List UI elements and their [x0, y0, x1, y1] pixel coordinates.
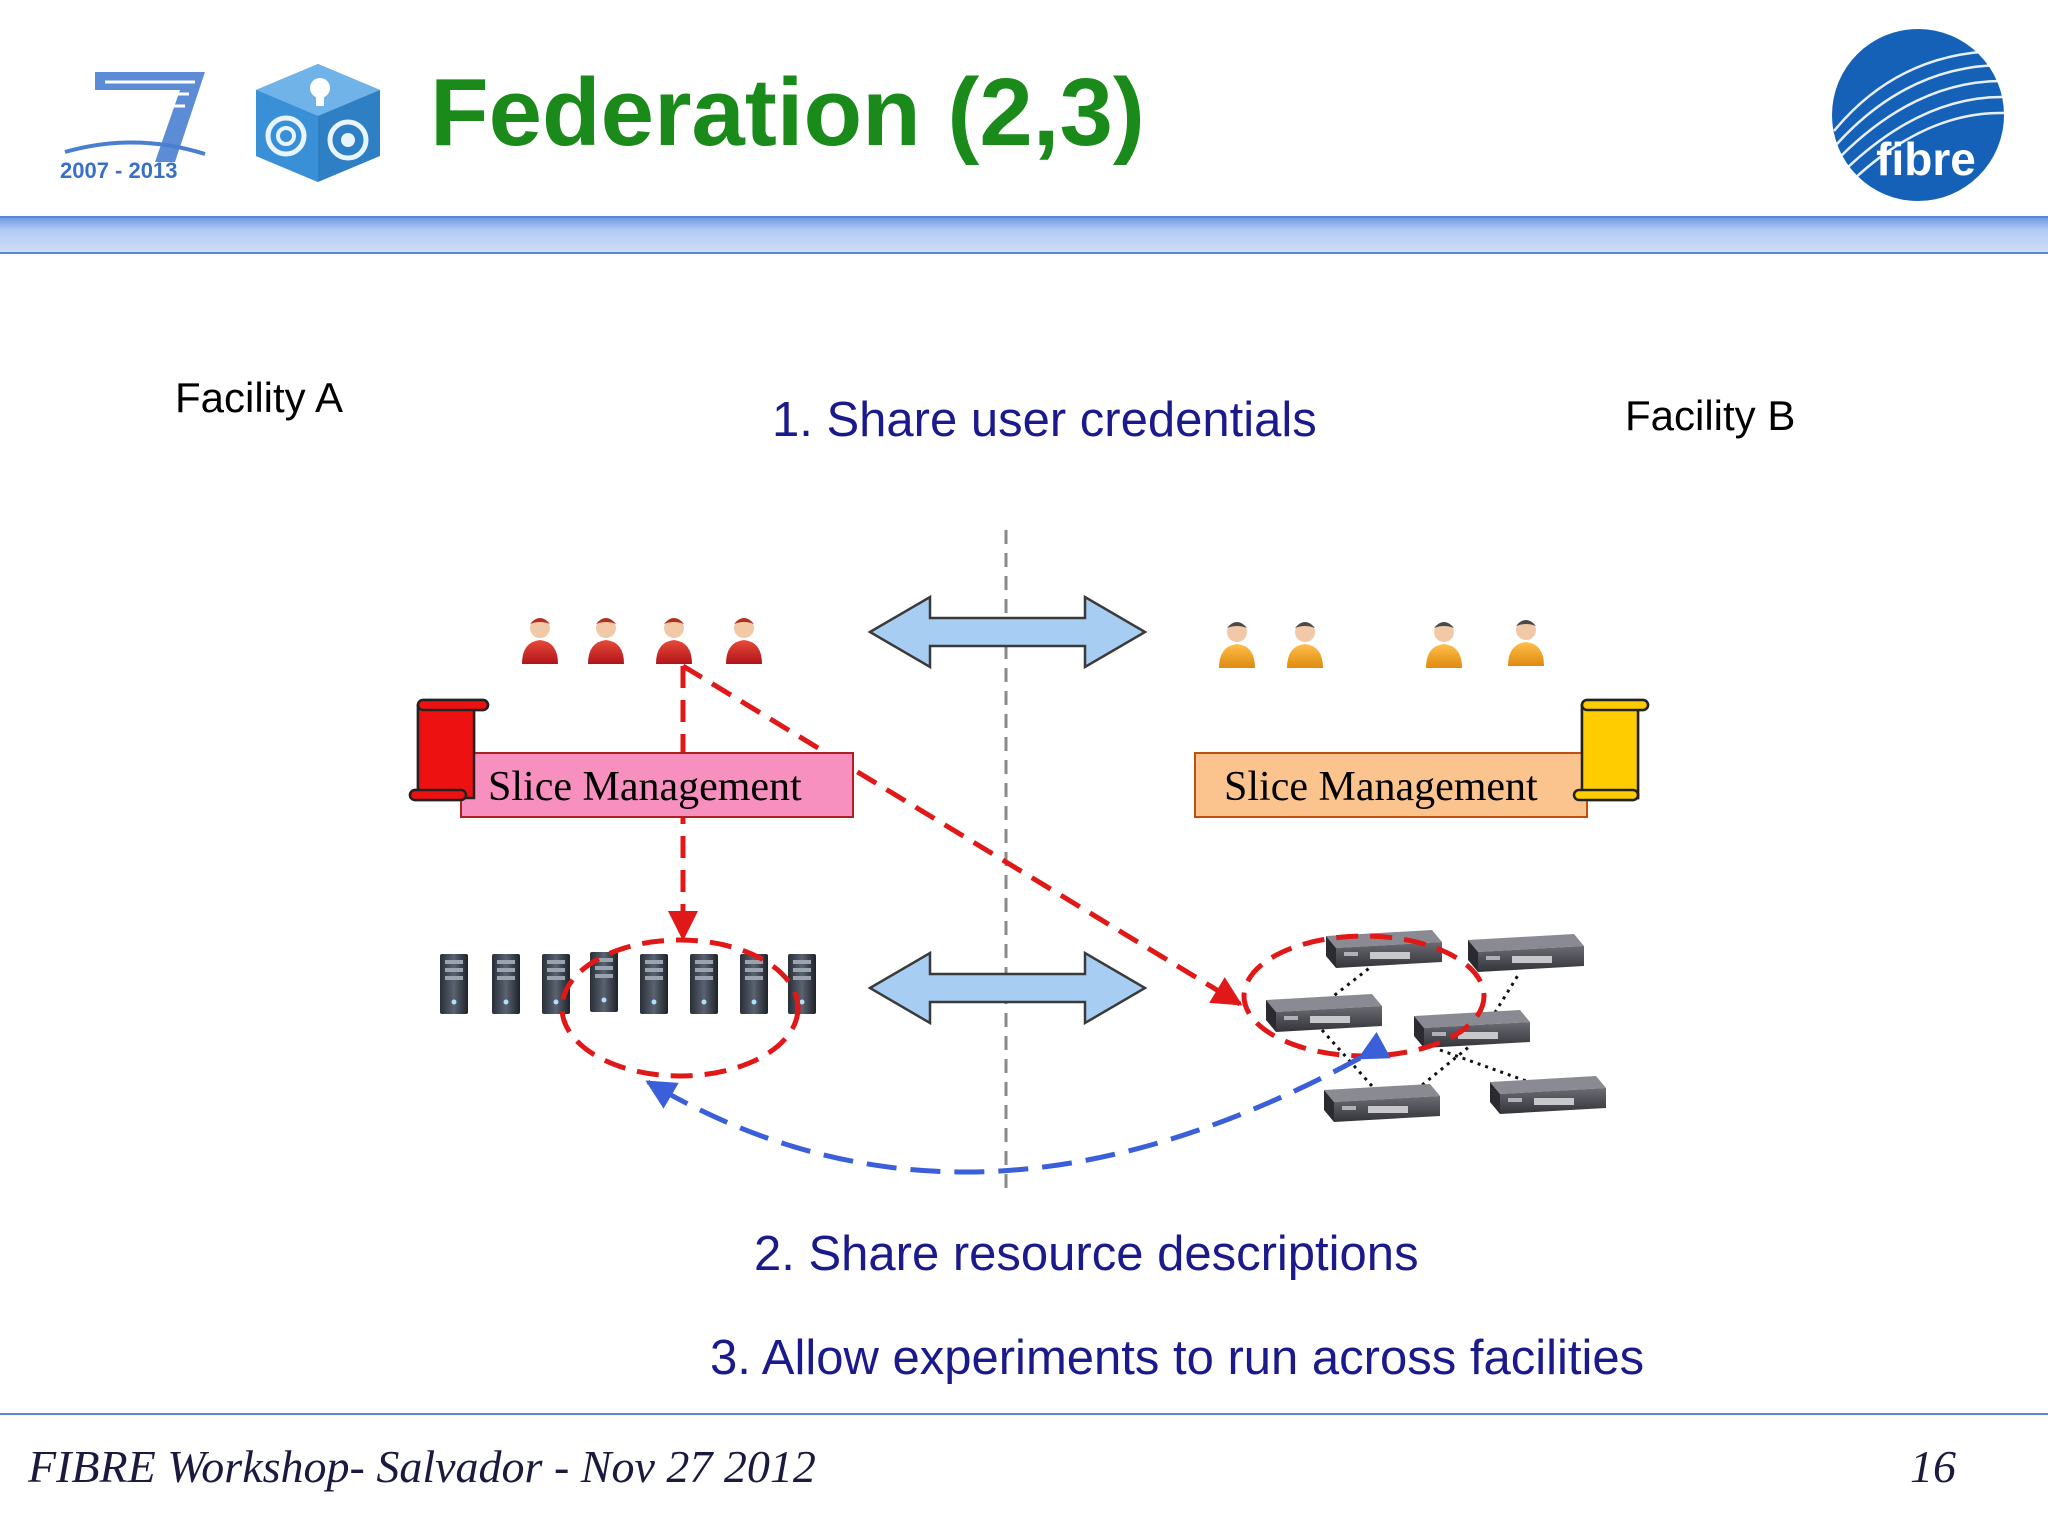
facility-a-label: Facility A [175, 374, 344, 421]
server-icon [740, 954, 768, 1014]
switch-icon [1490, 1076, 1606, 1114]
switches-facility-b [1266, 930, 1606, 1122]
user-icon [1287, 622, 1323, 668]
user-icon [1426, 622, 1462, 668]
slice-to-switches-arrow [681, 663, 1243, 1007]
server-icon [440, 954, 468, 1014]
user-icon [1508, 620, 1544, 666]
user-icon [588, 618, 624, 664]
footer-text: FIBRE Workshop- Salvador - Nov 27 2012 [28, 1441, 816, 1492]
facility-b-label: Facility B [1625, 392, 1796, 439]
server-icon [788, 954, 816, 1014]
step-1-label: 1. Share user credentials [772, 393, 1317, 447]
header-band [0, 216, 2048, 254]
users-facility-a [522, 618, 762, 664]
slice-management-a: Slice Management [460, 752, 854, 818]
scroll-icon-red-overlay [408, 698, 490, 802]
slice-management-b: Slice Management [1194, 752, 1588, 818]
server-icon [640, 954, 668, 1014]
server-icon [542, 954, 570, 1014]
credentials-double-arrow [867, 594, 1148, 670]
server-icon [690, 954, 718, 1014]
slide-title: Federation (2,3) [430, 59, 1145, 166]
switch-icon [1414, 1010, 1530, 1048]
page-number: 16 [1910, 1441, 1956, 1492]
step-3-label: 3. Allow experiments to run across facil… [710, 1331, 1645, 1385]
security-cube-logo [248, 56, 388, 186]
switch-icon [1468, 934, 1584, 972]
step-2-label: 2. Share resource descriptions [754, 1227, 1419, 1281]
server-icon [492, 954, 520, 1014]
cross-facility-experiment-arrow [645, 1031, 1391, 1175]
servers-facility-a [440, 952, 816, 1014]
switch-icon [1324, 1084, 1440, 1122]
fibre-logo-text: fibre [1876, 133, 1976, 185]
fibre-logo: fibre [1828, 25, 2008, 205]
user-icon [656, 618, 692, 664]
user-icon [726, 618, 762, 664]
resources-double-arrow [867, 950, 1148, 1026]
fp7-logo-years: 2007 - 2013 [60, 158, 178, 183]
switch-icon [1266, 994, 1382, 1032]
users-facility-b [1219, 620, 1544, 668]
fp7-logo [55, 62, 215, 182]
scroll-icon-yellow-overlay [1572, 698, 1650, 802]
user-icon [1219, 622, 1255, 668]
footer-divider [0, 1413, 2048, 1415]
user-icon [522, 618, 558, 664]
